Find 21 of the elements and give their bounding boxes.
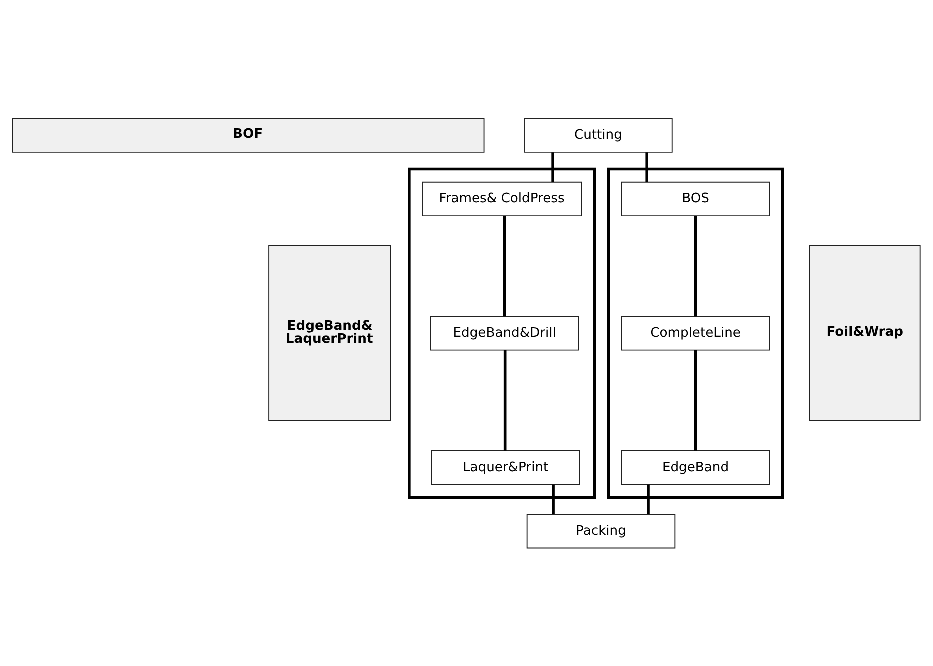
node-box: Foil&Wrap [809,245,921,421]
connector [503,216,506,316]
connector [504,350,507,450]
connector [552,484,555,514]
node-box: EdgeBand&Drill [430,316,580,350]
node-box: Cutting [524,118,673,152]
connector [694,350,698,450]
cluster [607,167,784,499]
node-box: Laquer&Print [431,450,580,485]
connector [647,484,650,514]
connector [694,216,698,316]
node-box: BOS [621,181,770,216]
node-box: Packing [526,514,676,548]
connector [552,152,554,182]
node-box: EdgeBand [621,450,770,485]
cluster [408,167,596,499]
node-box: CompleteLine [621,316,770,350]
node-box: Frames& ColdPress [422,181,582,216]
connector [646,152,648,182]
node-box: EdgeBand& LaquerPrint [268,245,392,421]
node-box: BOF [12,118,485,152]
